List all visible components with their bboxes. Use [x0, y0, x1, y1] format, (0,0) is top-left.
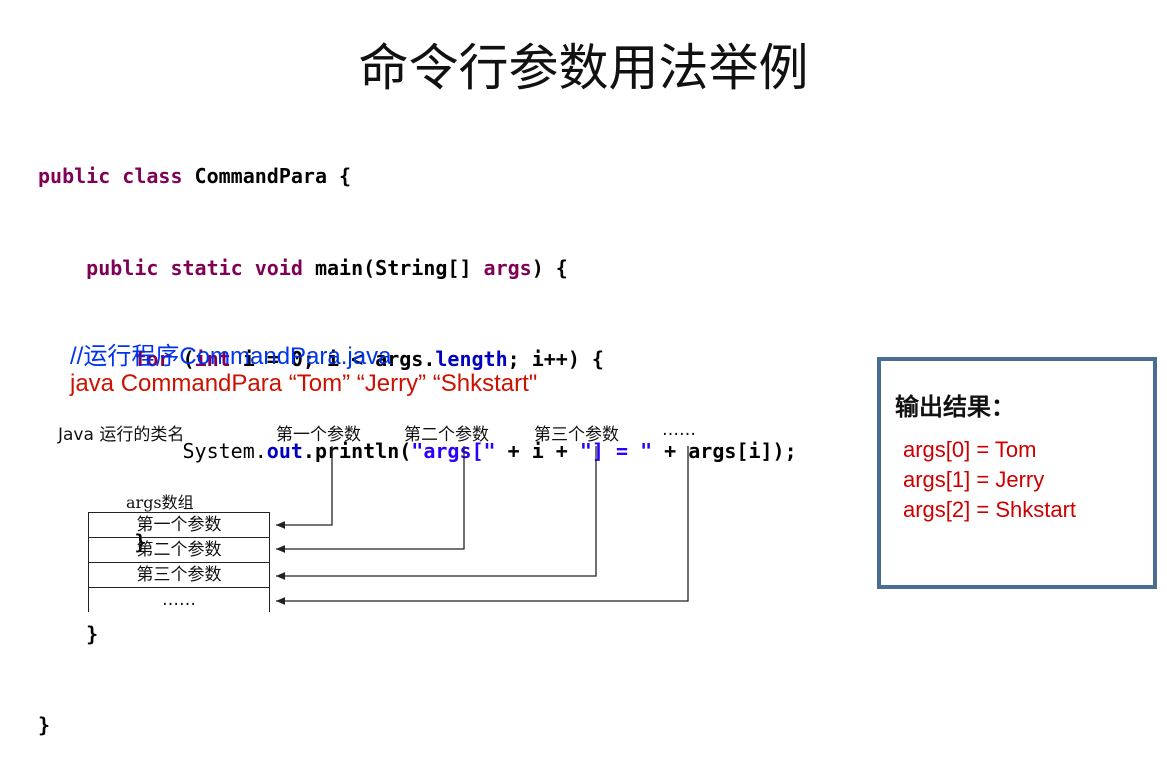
diagram-labels: Java 运行的类名 第一个参数 第二个参数 第三个参数 ……	[58, 420, 696, 540]
label-more: ……	[662, 420, 696, 440]
run-comment: //运行程序CommandPara.java	[70, 343, 392, 370]
code-string: "args["	[411, 438, 496, 463]
code-text: .println(	[302, 438, 412, 463]
code-text: ; i++) {	[507, 347, 604, 371]
array-cell-3: 第三个参数	[89, 562, 269, 587]
args-array: 第一个参数 第二个参数 第三个参数 ……	[88, 512, 270, 612]
output-lines: args[0] = Tom args[1] = Jerry args[2] = …	[903, 435, 1076, 525]
code-string: "] = "	[579, 438, 653, 463]
code-text: ) {	[531, 255, 568, 280]
output-line-2: args[1] = Jerry	[903, 467, 1045, 492]
code-text: System.	[182, 438, 267, 463]
command-line: java CommandPara “Tom” “Jerry” “Shkstart…	[70, 370, 538, 397]
code-text: + i +	[495, 438, 580, 463]
code-field: length	[435, 347, 508, 371]
arrow-param-1	[276, 446, 333, 529]
output-line-1: args[0] = Tom	[903, 437, 1037, 462]
code-line-5: }	[38, 530, 147, 554]
slide-title: 命令行参数用法举例	[358, 39, 809, 97]
code-text: + args[i]);	[652, 438, 797, 463]
label-param-2: 第二个参数	[404, 425, 489, 445]
array-cell-1: 第一个参数	[89, 512, 269, 537]
code-line-6: }	[38, 621, 99, 646]
code-keyword: for	[134, 347, 171, 371]
code-param: args	[483, 255, 532, 280]
code-block: public class CommandPara { public static…	[38, 100, 797, 771]
output-line-3: args[2] = Shkstart	[903, 497, 1077, 522]
array-cell-4: ……	[89, 587, 269, 612]
array-title: args数组	[126, 493, 194, 512]
code-keyword: int	[194, 347, 231, 371]
label-class-name: Java 运行的类名	[58, 425, 185, 445]
code-keyword: public static void	[86, 255, 315, 280]
array-cell-2: 第二个参数	[89, 537, 269, 562]
code-line-3: for (int i = 0; i < args.length; i++) {	[38, 344, 797, 375]
arrow-param-3	[276, 446, 597, 580]
arrow-param-more	[276, 446, 689, 605]
code-line-7: }	[38, 713, 51, 737]
code-text: i = 0; i < args.	[230, 347, 436, 371]
code-text: main(String[]	[314, 255, 484, 280]
arrow-param-2	[276, 446, 465, 553]
output-title: 输出结果：	[895, 393, 1015, 421]
code-line-1: public class CommandPara {	[38, 161, 797, 192]
label-param-3: 第三个参数	[534, 425, 619, 445]
connector-arrows	[276, 446, 689, 605]
code-line-4: System.out.println("args[" + i + "] = " …	[38, 436, 797, 467]
code-keyword: public class	[38, 164, 195, 188]
output-panel: 输出结果： args[0] = Tom args[1] = Jerry args…	[877, 357, 1157, 589]
code-line-2: public static void main(String[] args) {	[38, 253, 797, 284]
code-text: (	[170, 347, 195, 371]
code-field: out	[266, 438, 303, 463]
code-text: CommandPara {	[194, 164, 352, 188]
label-param-1: 第一个参数	[276, 425, 361, 445]
